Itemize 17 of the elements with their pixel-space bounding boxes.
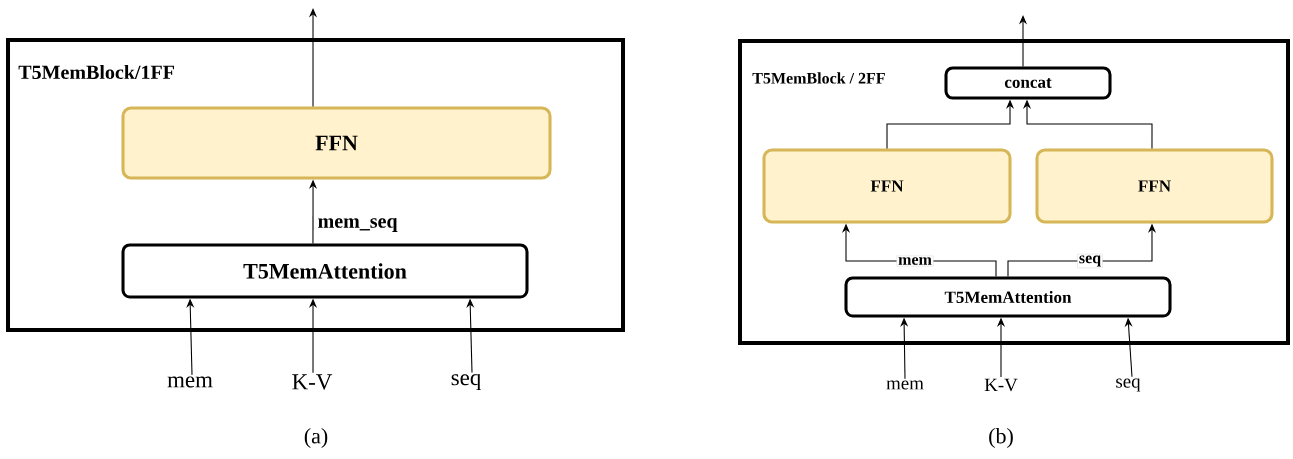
input-label: K-V <box>292 374 333 390</box>
ffn-box: FFN <box>121 106 552 180</box>
input-label: mem <box>886 380 924 390</box>
edge-label: seq <box>1077 253 1103 269</box>
edge-label: mem_seq <box>316 216 399 234</box>
input-label: seq <box>451 374 481 390</box>
caption: (a) <box>304 428 328 448</box>
edge-label: mem <box>896 255 934 267</box>
process-box: T5MemAttention <box>844 276 1172 318</box>
process-box: T5MemAttention <box>121 243 529 299</box>
ffn-box: FFN <box>1035 148 1274 224</box>
input-label: K-V <box>984 378 1018 392</box>
process-box: concat <box>944 66 1112 100</box>
input-label: mem <box>167 376 213 388</box>
caption: (b) <box>989 428 1013 448</box>
input-label: seq <box>1116 378 1141 392</box>
ffn-box: FFN <box>762 148 1012 224</box>
